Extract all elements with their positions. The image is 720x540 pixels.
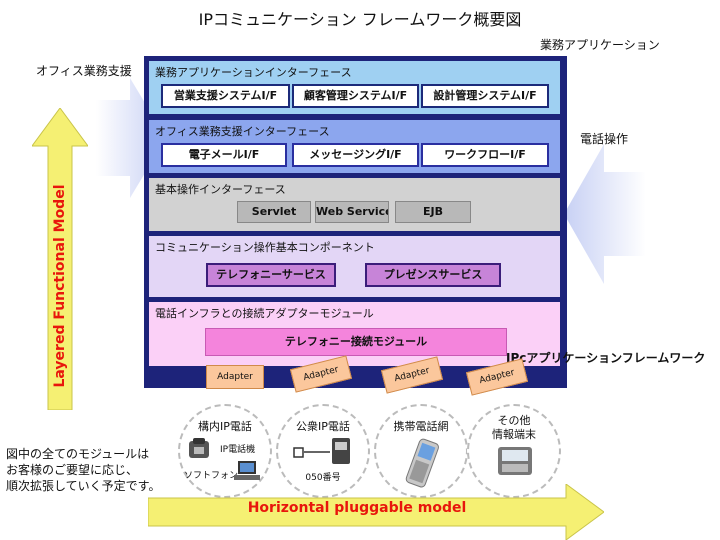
chip-servlet: Servlet	[237, 201, 311, 223]
endpoint-public-ip-phone: 公衆IP電話 050番号	[276, 404, 370, 498]
right-arrow	[564, 144, 646, 284]
ip-phone-label: IP電話機	[220, 445, 256, 455]
layer-title: 業務アプリケーションインターフェース	[155, 66, 352, 79]
page-title: IPコミュニケーション フレームワーク概要図	[198, 10, 522, 29]
chip-ejb: EJB	[395, 201, 471, 223]
phone-line-icon	[293, 438, 350, 464]
mobile-phone-icon	[405, 438, 439, 488]
vertical-model-label-wrap: Layered Functional Model	[32, 178, 88, 398]
vertical-model-label: Layered Functional Model	[52, 184, 68, 388]
layer-communication-components: コミュニケーション操作基本コンポーネント テレフォニーサービス プレゼンスサービ…	[149, 236, 560, 297]
softphone-label: ソフトフォン	[184, 471, 239, 481]
chip-telephony-service: テレフォニーサービス	[206, 263, 336, 287]
note-line: お客様のご要望に応じ、	[6, 463, 139, 477]
pda-icon	[498, 447, 532, 475]
layer-telephony-adapter-module: 電話インフラとの接続アダプターモジュール テレフォニー接続モジュール	[149, 302, 560, 366]
layer-title: オフィス業務支援インターフェース	[155, 125, 330, 138]
expansion-note: 図中の全てのモジュールは お客様のご要望に応じ、 順次拡張していく予定です。	[6, 446, 160, 494]
chip-web-service: Web Service	[315, 201, 389, 223]
layer-title: コミュニケーション操作基本コンポーネント	[155, 241, 375, 254]
chip-messaging-if: メッセージングI/F	[292, 143, 419, 167]
framework-label: IPcアプリケーションフレームワーク	[506, 351, 706, 365]
chip-customer-mgmt-if: 顧客管理システムI/F	[292, 84, 419, 108]
vertical-arrow	[32, 108, 88, 410]
chip-sales-support-if: 営業支援システムI/F	[161, 84, 290, 108]
endpoint-title: その他	[497, 414, 531, 427]
gyomu-app-label: 業務アプリケーション	[540, 38, 660, 52]
endpoint-other-terminal: その他 情報端末	[467, 404, 561, 498]
adapter-1: Adapter	[206, 365, 264, 389]
layer-business-app-if: 業務アプリケーションインターフェース 営業支援システムI/F 顧客管理システムI…	[149, 61, 560, 114]
phone-operation-label: 電話操作	[580, 132, 629, 146]
layer-title: 電話インフラとの接続アダプターモジュール	[155, 307, 374, 320]
layer-office-support-if: オフィス業務支援インターフェース 電子メールI/F メッセージングI/F ワーク…	[149, 120, 560, 173]
left-arrow	[96, 78, 166, 198]
layer-title: 基本操作インターフェース	[155, 183, 286, 196]
endpoint-title: 構内IP電話	[198, 420, 252, 433]
endpoint-title-2: 情報端末	[492, 428, 536, 441]
horizontal-arrow	[148, 484, 604, 540]
laptop-icon	[234, 461, 260, 480]
framework-frame: 業務アプリケーションインターフェース 営業支援システムI/F 顧客管理システムI…	[144, 56, 567, 388]
phone-icon	[189, 438, 209, 458]
chip-presence-service: プレゼンスサービス	[365, 263, 501, 287]
note-line: 図中の全てのモジュールは	[6, 447, 150, 461]
chip-workflow-if: ワークフローI/F	[421, 143, 549, 167]
endpoint-title: 公衆IP電話	[296, 420, 350, 433]
layer-basic-operation-if: 基本操作インターフェース Servlet Web Service EJB	[149, 178, 560, 231]
endpoint-title: 携帯電話網	[393, 420, 449, 433]
number-050-label: 050番号	[305, 473, 341, 483]
chip-design-mgmt-if: 設計管理システムI/F	[421, 84, 549, 108]
office-support-label: オフィス業務支援	[36, 64, 132, 78]
note-line: 順次拡張していく予定です。	[6, 479, 161, 493]
chip-email-if: 電子メールI/F	[161, 143, 287, 167]
endpoint-campus-ip-phone: 構内IP電話 IP電話機 ソフトフォン	[178, 404, 272, 498]
horizontal-model-label: Horizontal pluggable model	[247, 500, 467, 516]
chip-telephony-connect-module: テレフォニー接続モジュール	[205, 328, 507, 356]
